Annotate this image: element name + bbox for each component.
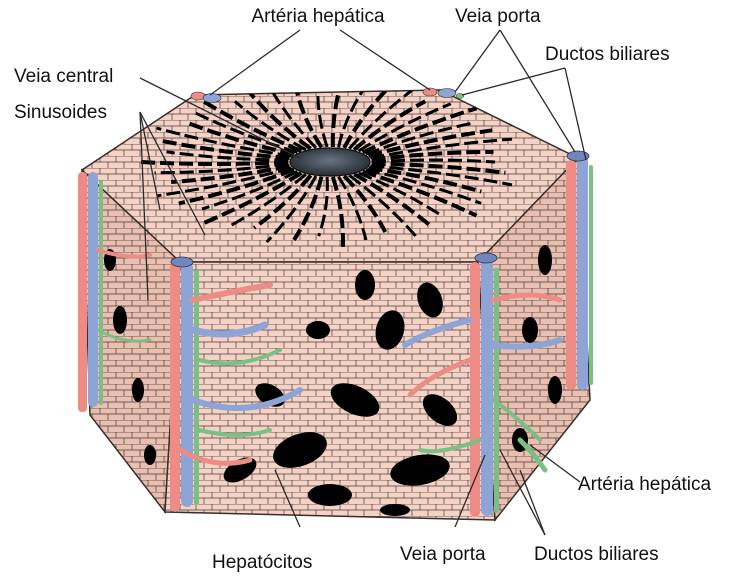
portal-triad-left (78, 172, 103, 412)
central-vein (290, 148, 370, 176)
label-portal-vein-top: Veia porta (455, 6, 541, 27)
label-hepatic-artery-top: Artéria hepática (251, 6, 385, 27)
label-hepatic-artery-right: Artéria hepática (578, 474, 712, 495)
portal-triad-right (566, 151, 593, 390)
label-bile-ducts-bottom: Ductos biliares (534, 544, 659, 565)
portal-triad-front-right (470, 253, 499, 517)
label-hepatocytes: Hepatócitos (212, 552, 312, 573)
lobule-front-face (165, 262, 495, 520)
label-portal-vein-bottom: Veia porta (400, 544, 486, 565)
label-bile-ducts-top: Ductos biliares (545, 44, 670, 65)
label-sinusoids: Sinusoides (14, 102, 107, 123)
portal-triad-front-left (170, 257, 199, 512)
label-central-vein: Veia central (14, 66, 113, 87)
